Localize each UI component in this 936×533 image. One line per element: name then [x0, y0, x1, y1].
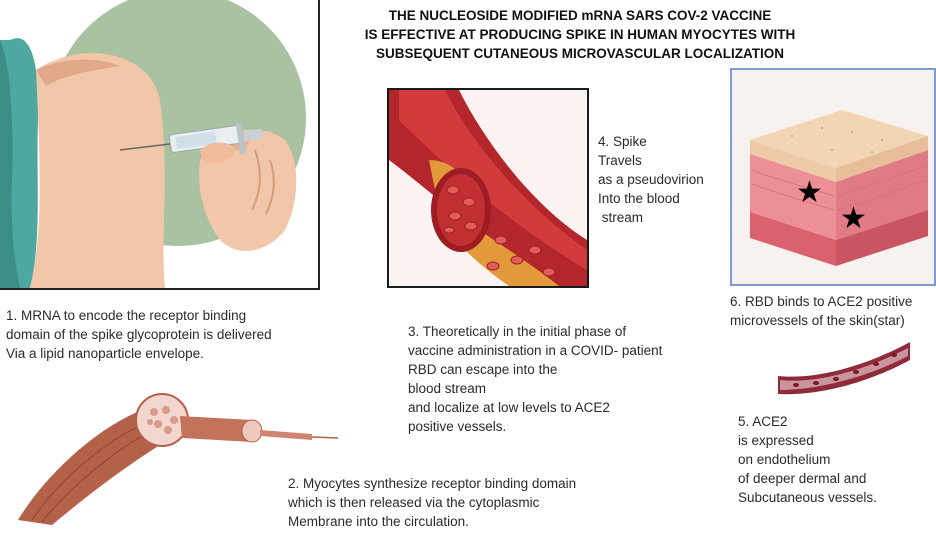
- step-6-line-2: microvessels of the skin(star): [730, 311, 912, 330]
- step-6-caption: 6. RBD binds to ACE2 positive microvesse…: [730, 292, 912, 330]
- step-4-line-1: 4. Spike: [598, 132, 704, 151]
- step-6-line-1: 6. RBD binds to ACE2 positive: [730, 292, 912, 311]
- arm-injection-illustration: [0, 0, 318, 288]
- step-1-line-3: Via a lipid nanoparticle envelope.: [6, 344, 272, 363]
- step-3-line-4: blood stream: [408, 379, 662, 398]
- injection-panel-divider: [318, 0, 320, 290]
- title-line-3: SUBSEQUENT CUTANEOUS MICROVASCULAR LOCAL…: [300, 44, 860, 63]
- skin-layers-illustration: [730, 68, 936, 286]
- microvessel-illustration: [776, 336, 912, 400]
- title-line-1: THE NUCLEOSIDE MODIFIED mRNA SARS COV-2 …: [300, 6, 860, 25]
- step-5-line-4: of deeper dermal and: [738, 469, 877, 488]
- step-2-line-3: Membrane into the circulation.: [288, 512, 576, 531]
- step-2-line-2: which is then released via the cytoplasm…: [288, 493, 576, 512]
- step-3-line-3: RBD can escape into the: [408, 360, 662, 379]
- step-5-line-2: is expressed: [738, 431, 877, 450]
- step-4-line-5: stream: [598, 208, 704, 227]
- step-2-line-1: 2. Myocytes synthesize receptor binding …: [288, 474, 576, 493]
- step-1-line-2: domain of the spike glycoprotein is deli…: [6, 325, 272, 344]
- step-5-line-1: 5. ACE2: [738, 412, 877, 431]
- step-3-line-6: positive vessels.: [408, 417, 662, 436]
- title-line-2: IS EFFECTIVE AT PRODUCING SPIKE IN HUMAN…: [300, 25, 860, 44]
- step-3-caption: 3. Theoretically in the initial phase of…: [408, 322, 662, 436]
- step-4-line-3: as a pseudovirion: [598, 170, 704, 189]
- step-4-line-4: Into the blood: [598, 189, 704, 208]
- step-5-line-5: Subcutaneous vessels.: [738, 488, 877, 507]
- step-3-line-2: vaccine administration in a COVID- patie…: [408, 341, 662, 360]
- step-3-line-5: and localize at low levels to ACE2: [408, 398, 662, 417]
- step-4-line-2: Travels: [598, 151, 704, 170]
- diagram-title: THE NUCLEOSIDE MODIFIED mRNA SARS COV-2 …: [300, 6, 860, 63]
- step-5-caption: 5. ACE2 is expressed on endothelium of d…: [738, 412, 877, 507]
- star-icon: ★: [840, 204, 867, 234]
- step-2-caption: 2. Myocytes synthesize receptor binding …: [288, 474, 576, 531]
- blood-vessel-cross-section: [387, 88, 589, 288]
- step-4-caption: 4. Spike Travels as a pseudovirion Into …: [598, 132, 704, 227]
- step-1-caption: 1. MRNA to encode the receptor binding d…: [6, 306, 272, 363]
- injection-panel-baseline: [0, 288, 320, 290]
- step-1-line-1: 1. MRNA to encode the receptor binding: [6, 306, 272, 325]
- step-5-line-3: on endothelium: [738, 450, 877, 469]
- star-icon: ★: [796, 178, 823, 208]
- step-3-line-1: 3. Theoretically in the initial phase of: [408, 322, 662, 341]
